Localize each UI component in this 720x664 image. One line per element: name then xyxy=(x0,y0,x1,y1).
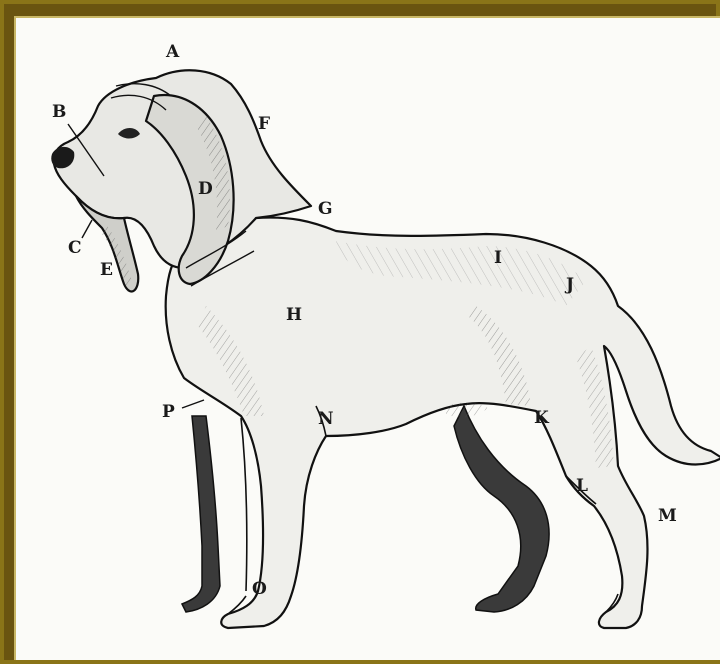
far-legs xyxy=(182,406,549,612)
label-e: E xyxy=(100,262,113,279)
label-c: C xyxy=(68,240,82,257)
dog-body xyxy=(166,218,720,628)
label-d: D xyxy=(198,181,213,198)
label-i: I xyxy=(494,250,502,267)
label-j: J xyxy=(566,277,574,294)
bloodhound-illustration xyxy=(16,18,720,660)
label-k: K xyxy=(534,410,549,427)
label-o: O xyxy=(252,581,267,598)
label-n: N xyxy=(318,411,334,428)
drawing-panel: A B C D E F G H I J K L M N O P xyxy=(14,16,720,660)
label-m: M xyxy=(658,508,677,525)
label-a: A xyxy=(166,44,179,61)
label-f: F xyxy=(258,116,270,133)
label-b: B xyxy=(52,104,66,121)
label-h: H xyxy=(286,307,302,324)
label-g: G xyxy=(318,201,333,218)
label-p: P xyxy=(162,404,175,421)
label-l: L xyxy=(576,478,588,495)
